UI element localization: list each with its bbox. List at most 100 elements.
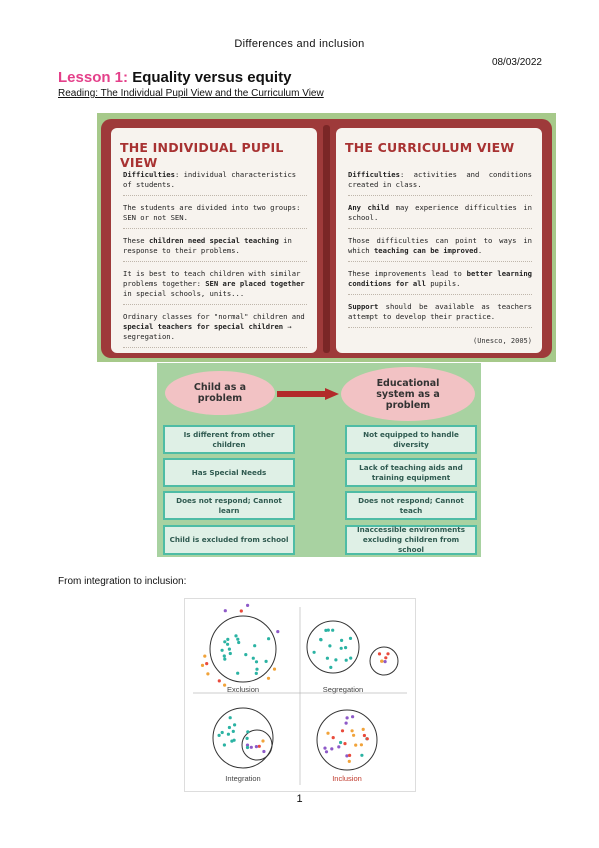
system-problem-box: Does not respond; Cannot teach [345, 491, 477, 520]
person-dot [249, 745, 253, 749]
curriculum-item-text: : activities and conditions created in c… [348, 170, 532, 189]
reading-subtitle: Reading: The Individual Pupil View and t… [58, 88, 324, 99]
curriculum-item-text: Support [348, 302, 379, 311]
person-dot [205, 662, 209, 666]
person-dot [223, 640, 227, 644]
system-problem-box: Inaccessible environments excluding chil… [345, 525, 477, 555]
curriculum-item: Any child may experience difficulties in… [348, 203, 532, 229]
person-dot [245, 745, 250, 750]
person-dot [227, 647, 231, 651]
person-dot [236, 671, 240, 675]
lesson-title: Equality versus equity [132, 69, 292, 86]
pupil-item-text: children need special teaching [148, 236, 279, 245]
pupil-view-title: THE INDIVIDUAL PUPIL VIEW [120, 140, 284, 170]
inclusion-label: Inclusion [332, 774, 362, 783]
person-dot [330, 747, 334, 751]
book-spine [323, 125, 330, 353]
person-dot [206, 672, 210, 676]
curriculum-item-text: Any child [348, 203, 390, 212]
circles-illustration [193, 603, 407, 785]
curriculum-item-text: Those difficulties can point to ways in … [348, 236, 532, 255]
person-dot [230, 739, 234, 743]
person-dot [348, 753, 352, 757]
person-dot [337, 745, 341, 749]
person-dot [244, 653, 248, 657]
inclusion-circles-figure: Exclusion Segregation Integration Inclus… [184, 598, 416, 792]
person-dot [331, 736, 335, 740]
curriculum-item-text: should be available as teachers attempt … [348, 302, 532, 321]
pupil-item-text: It is best to teach children with simila… [123, 269, 301, 288]
person-dot [200, 663, 205, 667]
person-dot [345, 716, 349, 720]
system-problem-label: Educational system as a problem [376, 377, 440, 411]
pupil-item-text: The students are divided into two groups… [123, 203, 301, 222]
person-dot [245, 743, 250, 747]
person-dot [339, 740, 343, 745]
child-problem-box: Has Special Needs [163, 458, 295, 487]
pupil-item-text: : individual characteristics of students… [123, 170, 297, 189]
person-dot [227, 725, 231, 730]
views-book-figure: THE INDIVIDUAL PUPIL VIEW Difficulties: … [97, 113, 556, 362]
document-header: Differences and inclusion [234, 38, 365, 50]
person-dot [347, 759, 351, 763]
integration-circle-label: Integration [225, 774, 261, 783]
curriculum-item-text: Difficulties [348, 170, 400, 179]
curriculum-item: Support should be available as teachers … [348, 302, 532, 328]
book-cover: THE INDIVIDUAL PUPIL VIEW Difficulties: … [101, 119, 552, 358]
child-problem-box: Is different from other children [163, 425, 295, 454]
person-dot [344, 646, 348, 650]
pupil-item: The students are divided into two groups… [123, 203, 307, 229]
pupil-item-text: SEN are placed together [205, 279, 305, 288]
person-dot [323, 746, 327, 750]
person-dot [380, 659, 384, 663]
curriculum-view-page: THE CURRICULUM VIEW Difficulties: activi… [336, 128, 542, 353]
curriculum-item-text: may experience difficulties in school. [348, 203, 532, 222]
person-dot [223, 609, 227, 613]
person-dot [334, 658, 338, 662]
person-dot [245, 736, 249, 740]
pupil-item-text: special teachers for special children [123, 322, 284, 331]
person-dot [234, 634, 238, 638]
pupil-item-text: in special schools, units... [123, 289, 245, 298]
person-dot [236, 637, 240, 641]
pupil-view-items: Difficulties: individual characteristics… [123, 170, 307, 355]
pupil-item: It is best to teach children with simila… [123, 269, 307, 305]
person-dot [251, 656, 255, 660]
person-dot [352, 733, 356, 737]
pupil-item-text: → segregation. [123, 322, 292, 341]
person-dot [223, 683, 227, 687]
person-dot [254, 660, 259, 664]
curriculum-view-title: THE CURRICULUM VIEW [345, 140, 515, 155]
curriculum-item-text: pupils. [425, 279, 461, 288]
child-problem-box: Does not respond; Cannot learn [163, 491, 295, 520]
curriculum-item: These improvements lead to better learni… [348, 269, 532, 295]
system-problem-box: Lack of teaching aids and training equip… [345, 458, 477, 487]
person-dot [267, 637, 271, 641]
person-dot [246, 730, 250, 734]
person-dot [360, 753, 364, 757]
person-dot [319, 637, 323, 642]
person-dot [362, 733, 366, 738]
child-problem-label: Child as a problem [193, 382, 247, 404]
person-dot [349, 656, 353, 660]
person-dot [326, 731, 330, 735]
integration-label: From integration to inclusion: [58, 576, 187, 587]
pupil-item: These children need special teaching in … [123, 236, 307, 262]
person-dot [328, 644, 332, 648]
person-dot [272, 667, 277, 671]
person-dot [350, 729, 354, 733]
problem-comparison-diagram: Child as a problem Educational system as… [157, 363, 481, 557]
person-dot [261, 739, 265, 743]
person-dot [222, 743, 226, 747]
person-dot [331, 628, 335, 632]
curriculum-item: Difficulties: activities and conditions … [348, 170, 532, 196]
person-dot [276, 630, 280, 634]
system-problem-ellipse: Educational system as a problem [341, 367, 475, 421]
lesson-heading: Lesson 1: Equality versus equity [58, 69, 291, 86]
child-problem-ellipse: Child as a problem [165, 371, 275, 415]
person-dot [345, 754, 349, 758]
person-dot [312, 650, 316, 654]
person-dot [344, 721, 348, 725]
person-dot [226, 732, 230, 736]
person-dot [222, 654, 226, 658]
